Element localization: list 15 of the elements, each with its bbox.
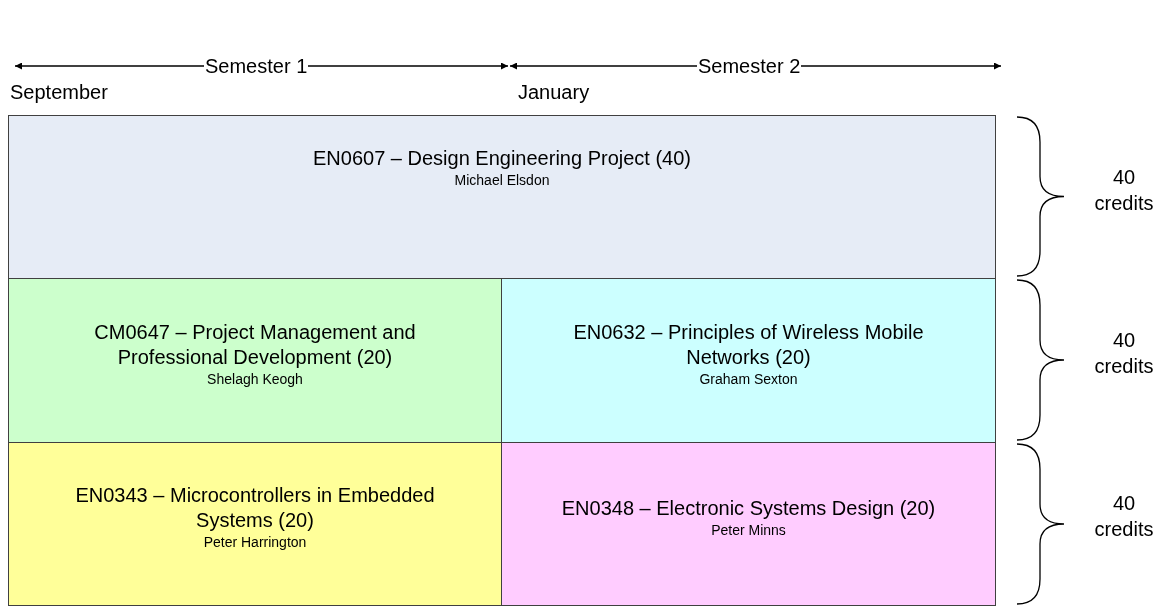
lecturer-name: Peter Minns: [711, 520, 786, 539]
module-box: [501, 278, 996, 443]
lecturer-name: Graham Sexton: [699, 369, 798, 388]
lecturer-name: Shelagh Keogh: [207, 369, 303, 388]
module-title: EN0348 – Electronic Systems Design (20): [561, 495, 936, 521]
module-title: EN0343 – Microcontrollers in Embedded Systems (20): [74, 483, 436, 533]
lecturer-name: Peter Harrington: [203, 533, 307, 551]
module-box: [8, 278, 502, 443]
module-title: EN0607 – Design Engineering Project (40): [313, 146, 691, 171]
module-box: [8, 442, 502, 606]
lecturer-name: Michael Elsdon: [454, 171, 550, 189]
module-title: EN0632 – Principles of Wireless Mobile Networks (20): [572, 319, 925, 370]
module-title: CM0647 – Project Management and Professional Development (20): [93, 319, 417, 370]
module-box: [501, 442, 996, 606]
module-box: [8, 115, 996, 279]
